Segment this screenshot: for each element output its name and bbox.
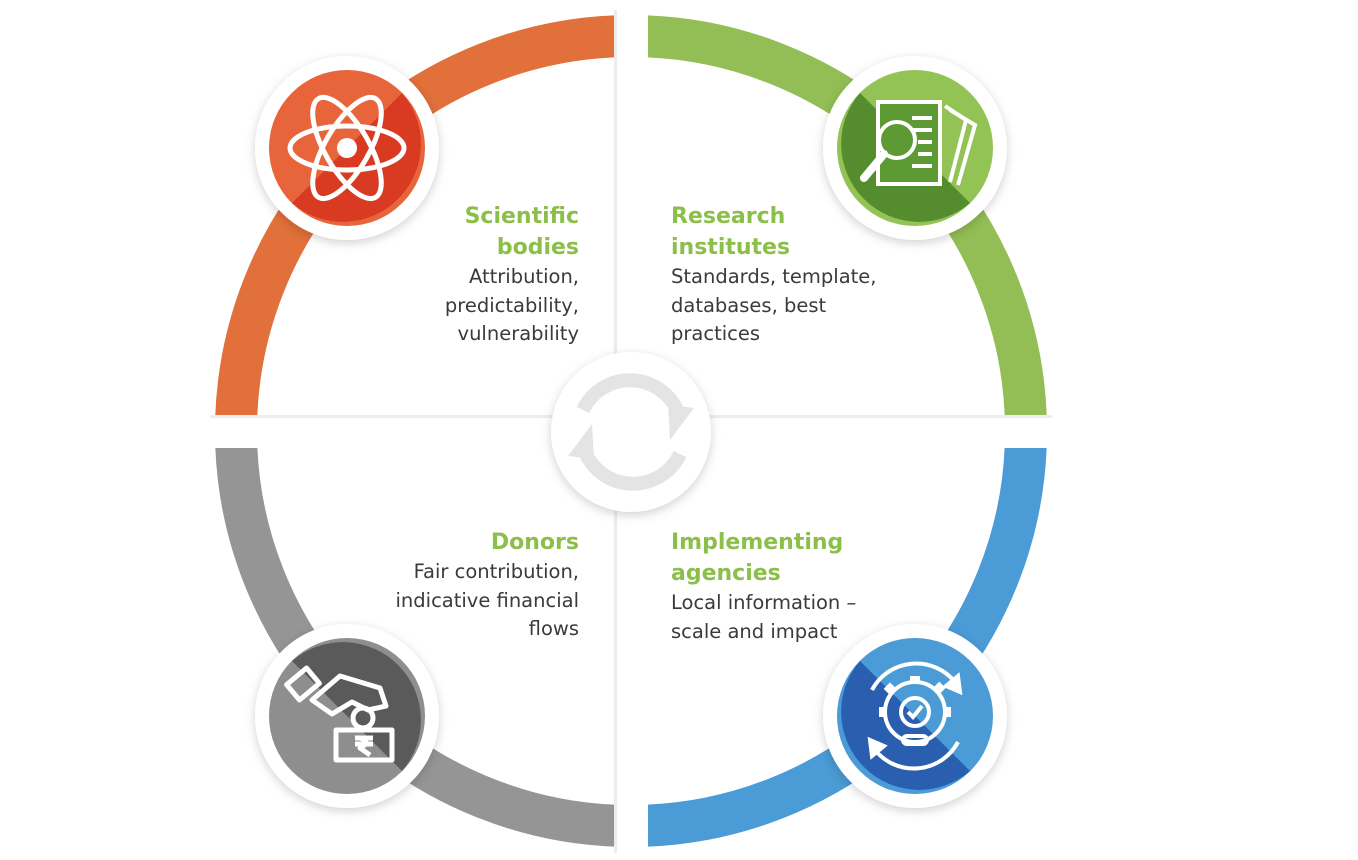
quadrant-title: Implementing agencies (671, 530, 844, 586)
quadrant-description: Attribution, predictability, vulnerabili… (444, 265, 579, 345)
icon-badge-scientific-bodies (255, 56, 439, 240)
gear-teeth (879, 676, 951, 717)
center-cycle (551, 352, 711, 512)
document-magnifier-icon (860, 100, 978, 186)
hand-money-box-icon (284, 665, 395, 763)
quadrant-donors: Donors Fair contribution, indicative fin… (279, 527, 580, 644)
icon-badge-implementing-agencies (823, 624, 1007, 808)
atom-icon (287, 94, 407, 202)
quadrant-title: Research institutes (671, 204, 791, 260)
quadrant-scientific-bodies: Scientific bodies Attribution, predictab… (279, 201, 579, 349)
quadrant-description: Local information – scale and impact (671, 591, 857, 643)
icon-badge-research-institutes (823, 56, 1007, 240)
quadrant-title: Scientific bodies (464, 204, 579, 260)
icon-badge-donors (255, 624, 439, 808)
quadrant-title: Donors (490, 530, 579, 555)
refresh-cycle-icon (576, 373, 687, 491)
quadrant-research-institutes: Research institutes Standards, template,… (671, 201, 971, 349)
quadrant-description: Fair contribution, indicative financial … (395, 560, 580, 640)
quadrant-implementing-agencies: Implementing agencies Local information … (671, 527, 971, 646)
quadrant-description: Standards, template, databases, best pra… (671, 265, 877, 345)
